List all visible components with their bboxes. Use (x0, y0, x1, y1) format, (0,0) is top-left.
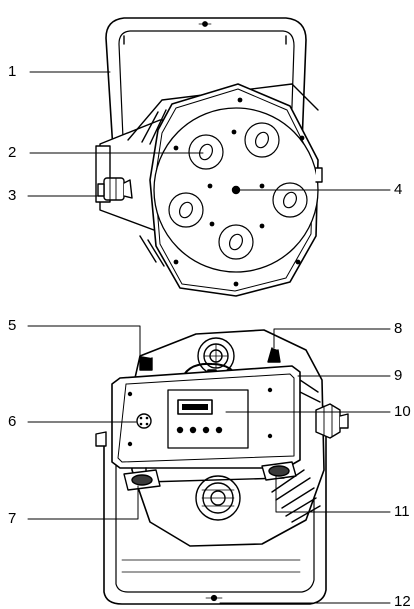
top-fan (197, 337, 235, 375)
leader-7 (27, 485, 139, 520)
callout-2: 2 (8, 144, 17, 161)
callout-10: 10 (394, 404, 411, 420)
rear-panel (111, 347, 301, 491)
callout-1: 1 (8, 63, 17, 80)
leader-11 (275, 475, 391, 513)
callout-9: 9 (394, 367, 403, 384)
left-xlr-connector (123, 469, 161, 491)
callout-12: 12 (394, 594, 411, 609)
bottom-fan (195, 475, 241, 521)
leader-5 (27, 325, 141, 357)
tilt-knob (97, 177, 133, 201)
callout-8: 8 (394, 320, 403, 337)
four-pin-connector (136, 413, 152, 429)
leader-lines (27, 71, 391, 604)
callout-4: 4 (394, 181, 403, 198)
callout-6: 6 (8, 413, 17, 430)
rear-view (95, 329, 349, 605)
led-array (168, 122, 308, 260)
right-xlr-connector (261, 461, 297, 481)
callout-11: 11 (394, 504, 410, 520)
front-plate (149, 83, 323, 297)
rear-yoke (103, 429, 327, 605)
mounting-yoke (105, 17, 307, 197)
front-view (95, 17, 323, 297)
callout-5: 5 (8, 317, 17, 334)
control-display (167, 389, 249, 449)
callout-3: 3 (8, 187, 17, 204)
callout-7: 7 (8, 510, 17, 527)
leader-8 (273, 328, 391, 349)
